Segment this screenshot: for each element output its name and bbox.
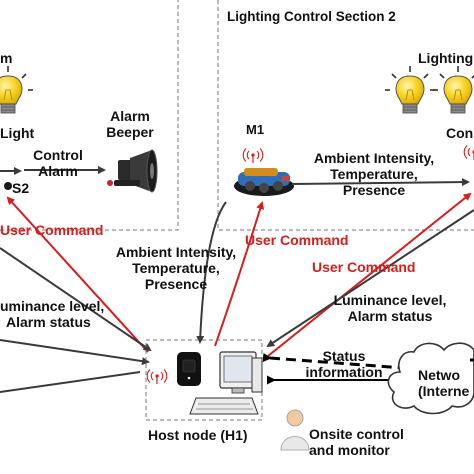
- computer-icon: [219, 351, 263, 394]
- arrow-host-left-out: [0, 371, 141, 397]
- network-line: (Interne: [418, 383, 470, 400]
- mid-ambient-line: Temperature,: [132, 260, 220, 277]
- lighting-label-fragment: Lighting: [418, 50, 474, 66]
- left-section-box: [0, 0, 179, 231]
- person-icon: [280, 409, 310, 451]
- right-luminance-line: Alarm status: [347, 308, 433, 325]
- mid-ambient-line: Ambient Intensity,: [115, 244, 237, 260]
- status-information-line: Status: [322, 348, 366, 364]
- mid-ambient-line: Presence: [144, 276, 208, 293]
- controller-label-fragment: Con: [446, 125, 474, 141]
- right-section-box: [217, 0, 474, 231]
- arrow-user-command-right: [267, 192, 472, 357]
- robot-m1-icon: [234, 168, 294, 196]
- left-luminance-line: uminance level,: [0, 298, 105, 314]
- arrow-s2-to-host: [0, 247, 152, 352]
- light-bulb-icon: [0, 65, 34, 114]
- right-ambient-line: Presence: [342, 182, 406, 199]
- arrow-luminance-left: [0, 339, 150, 366]
- alarm-beeper-label: Alarm Beeper: [100, 108, 160, 140]
- sensor-s2-label: S2: [12, 180, 30, 196]
- status-information-label: Status information: [300, 348, 388, 380]
- alarm-beeper-line: Alarm: [110, 108, 150, 124]
- mid-ambient-label: Ambient Intensity, Temperature, Presence: [100, 244, 252, 292]
- user-command-mid-label: User Command: [245, 232, 349, 248]
- alarm-beeper-icon: [107, 149, 158, 193]
- right-ambient-line: Temperature,: [330, 166, 418, 183]
- user-command-left-label: User Command: [0, 222, 104, 238]
- left-section-title-fragment: m: [0, 50, 13, 66]
- right-ambient-line: Ambient Intensity,: [313, 150, 435, 166]
- alarm-beeper-line: Beeper: [106, 124, 154, 141]
- light-bulb-icon: [384, 65, 436, 114]
- right-ambient-label: Ambient Intensity, Temperature, Presence: [300, 150, 448, 198]
- onsite-control-line: Onsite control: [309, 426, 404, 442]
- control-alarm-label: Control Alarm: [28, 147, 88, 179]
- light-label: Light: [0, 125, 35, 141]
- wireless-signal-icon: [242, 147, 264, 164]
- onsite-control-label: Onsite control and monitor: [309, 426, 404, 458]
- light-bulb-icon: [432, 65, 474, 114]
- network-line: Netwo: [418, 367, 460, 383]
- arrow-status-info-top: [262, 352, 405, 370]
- onsite-control-line: and monitor: [309, 442, 390, 459]
- m1-label: M1: [246, 122, 265, 137]
- router-icon: [177, 352, 201, 386]
- sensor-s2-icon: [4, 182, 12, 190]
- right-section-title: Lighting Control Section 2: [227, 9, 396, 24]
- control-alarm-line: Alarm: [38, 163, 78, 180]
- right-luminance-line: Luminance level,: [333, 292, 447, 308]
- cloud-icon: [387, 342, 474, 415]
- wireless-signal-icon: [146, 368, 168, 385]
- user-command-right-label: User Command: [312, 259, 416, 275]
- keyboard-icon: [189, 397, 259, 415]
- wireless-signal-icon: [463, 144, 474, 161]
- network-label: Netwo (Interne: [418, 367, 469, 399]
- arrow-user-command-mid: [214, 201, 265, 347]
- host-node-label: Host node (H1): [148, 427, 248, 443]
- status-information-line: information: [305, 364, 383, 381]
- left-luminance-label: uminance level, Alarm status: [0, 298, 104, 330]
- left-luminance-line: Alarm status: [6, 314, 91, 331]
- arrow-user-command-left: [6, 196, 149, 353]
- arrow-m1-to-host: [196, 201, 227, 344]
- right-luminance-label: Luminance level, Alarm status: [328, 292, 452, 324]
- control-alarm-line: Control: [33, 147, 83, 163]
- arrow-luminance-right: [266, 209, 474, 348]
- arrow-m1-to-controller: [291, 178, 470, 187]
